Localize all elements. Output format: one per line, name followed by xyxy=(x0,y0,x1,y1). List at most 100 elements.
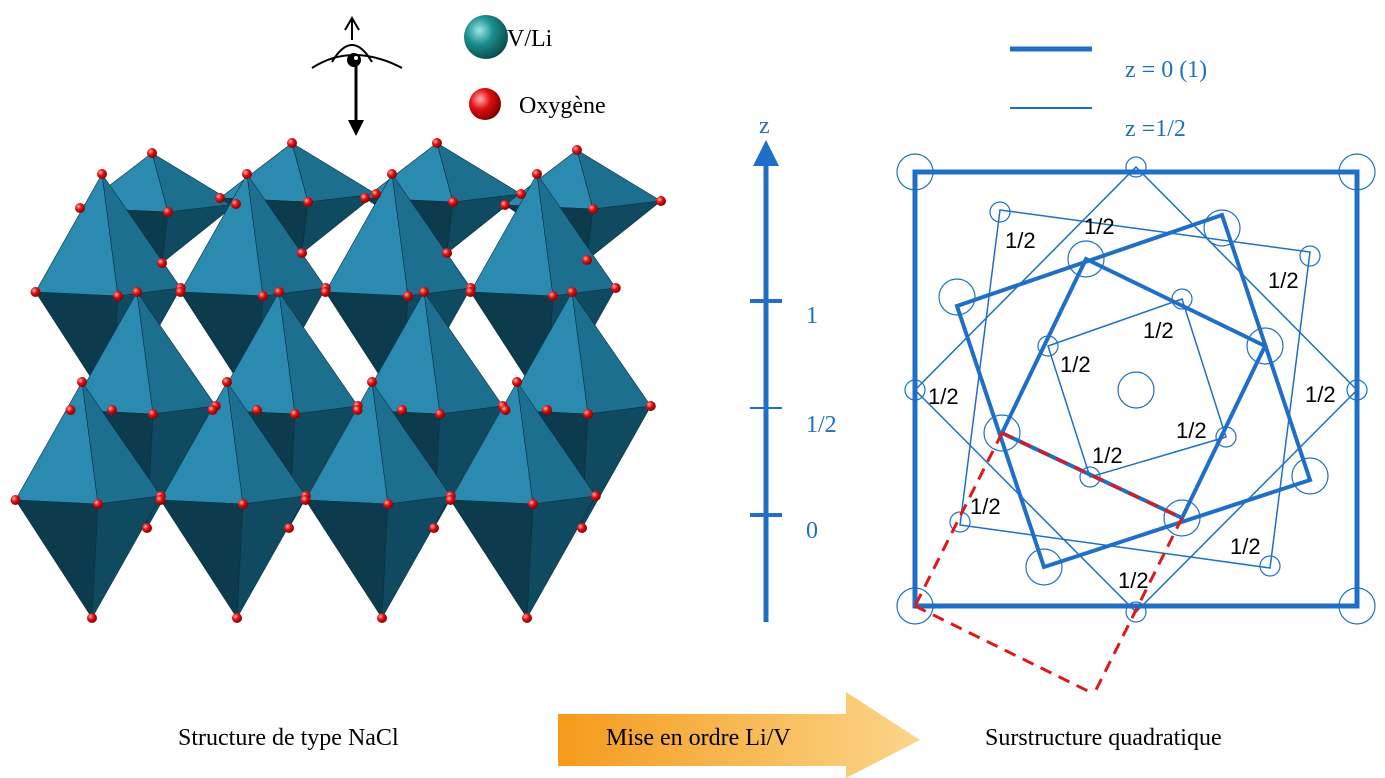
legend-lines: z = 0 (1) z =1/2 xyxy=(1010,46,1207,142)
z-tick-label-1: 1 xyxy=(806,303,818,329)
z-axis: z 1 1/2 0 xyxy=(750,113,837,622)
oxygen-atom xyxy=(65,405,76,415)
caption-arrow: Mise en ordre Li/V xyxy=(606,725,791,751)
half-label: 1/2 xyxy=(970,494,1001,519)
oxygen-atom xyxy=(572,145,582,155)
oxygen-atom xyxy=(528,499,538,509)
oxygen-atom xyxy=(577,523,587,533)
half-label: 1/2 xyxy=(1230,534,1261,559)
diamond-cell-zhalf xyxy=(913,165,1359,614)
octahedron-face xyxy=(288,405,359,529)
half-label: 1/2 xyxy=(1143,318,1174,343)
oxygen-atom xyxy=(645,401,656,411)
oxygen-atom xyxy=(287,138,297,148)
atoms-z0 xyxy=(896,153,1376,625)
oxygen-atom xyxy=(77,377,87,387)
oxygen-atom xyxy=(113,291,123,301)
octahedra-structure xyxy=(10,138,666,623)
oxygen-atom xyxy=(207,405,218,415)
oxygen-atom xyxy=(522,613,532,623)
oxygen-atom xyxy=(403,291,413,301)
oxygen-atom xyxy=(548,291,558,301)
metal-label: V/Li xyxy=(507,26,553,52)
octahedron-face xyxy=(14,499,99,619)
half-label: 1/2 xyxy=(1084,214,1115,239)
oxygen-atom xyxy=(97,169,107,179)
oxygen-atom xyxy=(148,409,158,419)
oxygen-atom xyxy=(377,613,387,623)
legend-atoms: V/Li Oxygène xyxy=(464,15,606,120)
z-tick-label-0: 0 xyxy=(806,518,818,544)
oxygen-atom xyxy=(371,189,381,199)
oxygen-atom xyxy=(500,200,510,210)
half-label: 1/2 xyxy=(1118,568,1149,593)
oxygen-atom xyxy=(215,193,225,203)
oxygen-atom xyxy=(147,148,157,158)
primitive-cell-dashed xyxy=(913,431,1184,696)
oxygen-atom xyxy=(656,196,666,206)
oxygen-atom xyxy=(142,523,152,533)
oxygen-atom xyxy=(284,523,294,533)
thick-line-label: z = 0 (1) xyxy=(1125,57,1207,83)
oxygen-atom xyxy=(583,409,593,419)
oxygen-atom xyxy=(360,193,370,203)
oxygen-atom xyxy=(367,377,377,387)
half-label: 1/2 xyxy=(1060,352,1091,377)
oxygen-atom xyxy=(442,248,452,258)
oxygen-atom xyxy=(588,204,598,214)
octahedron-face xyxy=(236,495,307,619)
octahedron-face xyxy=(161,203,238,264)
octahedron-face xyxy=(581,405,652,529)
oxygen-atom-icon xyxy=(469,88,501,120)
half-label: 1/2 xyxy=(1005,228,1036,253)
octahedron-face xyxy=(433,405,504,529)
oxygen-atom xyxy=(155,495,166,505)
oxygen-atom xyxy=(448,197,458,207)
octahedron-face xyxy=(526,495,597,619)
oxygen-atom xyxy=(87,613,97,623)
oxygen-atom xyxy=(397,405,407,415)
tilted-cell-zhalf xyxy=(959,209,1311,569)
oxygen-label: Oxygène xyxy=(519,93,606,119)
octahedron-face xyxy=(304,499,389,619)
arrow-down-icon xyxy=(348,66,364,136)
oxygen-atom xyxy=(419,287,429,297)
oxygen-atom xyxy=(532,169,542,179)
oxygen-atom xyxy=(300,495,311,505)
half-label: 1/2 xyxy=(1268,268,1299,293)
oxygen-atom xyxy=(175,287,186,297)
oxygen-atom xyxy=(231,199,241,209)
z-tick-label-half: 1/2 xyxy=(806,412,837,438)
oxygen-atom xyxy=(242,169,252,179)
oxygen-atom xyxy=(303,197,313,207)
oxygen-atom xyxy=(10,495,21,505)
octahedron-face xyxy=(449,499,534,619)
caption-right: Surstructure quadratique xyxy=(985,725,1222,751)
oxygen-atom xyxy=(30,287,41,297)
oxygen-atom xyxy=(238,499,248,509)
oxygen-atom xyxy=(512,377,522,387)
oxygen-atom xyxy=(383,499,393,509)
oxygen-atom xyxy=(352,405,363,415)
oxygen-atom xyxy=(297,248,307,258)
octahedron-face xyxy=(159,499,244,619)
ordering-arrow-shape xyxy=(558,692,920,778)
oxygen-atom xyxy=(290,409,300,419)
inner-cell-z0 xyxy=(999,256,1268,521)
caption-left: Structure de type NaCl xyxy=(178,725,399,751)
z-axis-arrowhead xyxy=(753,140,779,166)
octahedron-face xyxy=(301,193,378,254)
octahedron-face xyxy=(91,495,162,619)
octahedron-face xyxy=(586,200,663,261)
ordering-arrow: Mise en ordre Li/V xyxy=(558,692,920,778)
oxygen-atom xyxy=(75,203,85,213)
metal-atom-icon xyxy=(464,15,508,59)
half-label: 1/2 xyxy=(928,384,959,409)
oxygen-atom xyxy=(107,405,117,415)
oxygen-atom xyxy=(232,613,242,623)
oxygen-atom xyxy=(274,287,284,297)
